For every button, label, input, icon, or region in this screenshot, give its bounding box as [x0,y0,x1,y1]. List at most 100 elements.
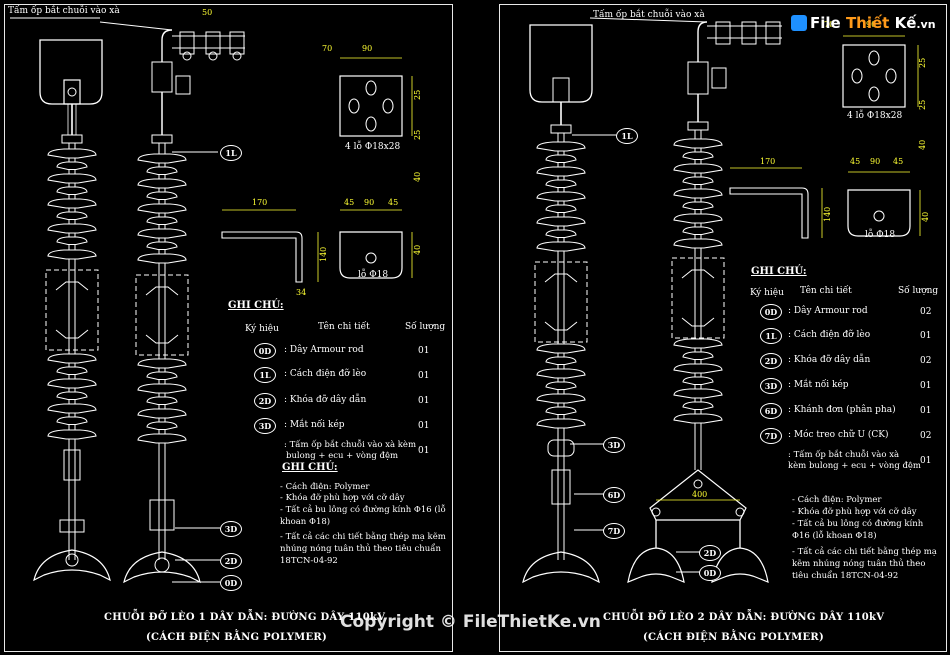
left-legend-code-2d: 2D [254,393,276,409]
left-tag-1l: 1L [220,145,242,161]
right-legend-code-3d: 3D [760,378,782,394]
left-bent-strap-detail [221,209,319,283]
right-legend-code-2d: 2D [760,353,782,369]
left-note-line-4: khoan Φ18) [280,517,331,527]
right-dim-70: 70 [824,20,835,29]
right-legend-code-0d: 0D [760,304,782,320]
right-dim-45b: 45 [893,157,904,166]
right-dim-140: 140 [823,206,832,222]
left-dim-170: 170 [252,198,268,207]
right-insulator-string-2 [570,17,782,583]
left-legend-name-0d: : Dây Armour rod [284,345,364,355]
right-dim-90: 90 [866,20,877,29]
right-note-line-3: - Tất cả bu lông có đường kính [792,519,924,529]
right-legend-qty-7d: 02 [920,431,932,441]
left-dim-50: 50 [202,8,213,17]
right-legend-qty-0d: 02 [920,307,932,317]
right-side-tag-0d: 0D [699,565,721,581]
logo-text-ke: Kế [894,14,917,32]
right-tag-1l: 1L [616,128,638,144]
right-legend-col-name: Tên chi tiết [800,286,852,296]
right-plate-detail-2 [847,171,921,237]
right-legend-qty-3d: 01 [920,381,932,391]
left-legend-qty-2d: 01 [418,396,430,406]
filethietke-logo[interactable]: File Thiết Kế.vn [810,14,936,32]
left-dim-40: 40 [413,171,422,182]
left-top-label: Tấm ốp bắt chuỗi vào xà [8,6,120,16]
left-note-line-1: - Cách điện: Polymer [280,482,370,492]
logo-text-file: File [810,14,841,32]
right-top-label: Tấm ốp bắt chuỗi vào xà [593,10,705,20]
left-title-line-2: (CÁCH ĐIỆN BẰNG POLYMER) [146,632,328,643]
left-plate2-label: lỗ Φ18 [358,270,389,280]
left-legend-name-2d: : Khóa đỡ dây dẫn [284,395,367,405]
left-dim-90b: 90 [364,198,375,207]
left-legend-qty-1l: 01 [418,371,430,381]
left-notes-heading: GHI CHÚ: [282,462,338,473]
right-plate2-label: lỗ Φ18 [865,230,896,240]
right-legend-qty-6d: 01 [920,406,932,416]
right-note-line-4: Φ16 (lỗ khoan Φ18) [792,531,877,541]
right-dim-400: 400 [692,490,708,499]
right-dim-170: 170 [760,157,776,166]
left-note-line-7: 18TCN-04-92 [280,556,338,566]
left-legend-last-l2: bulong + ecu + vòng đệm [286,451,399,461]
left-legend-code-3d: 3D [254,418,276,434]
right-legend-code-1l: 1L [760,328,782,344]
right-note-line-6: kẽm nhúng nóng tuân thủ theo [792,559,926,569]
right-insulator-string-1 [522,24,600,584]
drawing-sheet-right [499,4,947,652]
right-legend-name-2d: : Khóa đỡ dây dẫn [788,355,871,365]
right-plate1-label: 4 lỗ Φ18x28 [847,111,903,121]
right-legend-last-l2: kèm bulong + ecu + vòng đệm [788,461,921,471]
right-legend-name-0d: : Dây Armour rod [788,306,868,316]
left-dim-70: 70 [322,44,333,53]
left-note-line-5: - Tất cả các chi tiết bằng thép mạ kẽm [280,532,446,542]
left-dim-40b: 40 [413,244,422,255]
right-note-line-7: tiêu chuẩn 18TCN-04-92 [792,571,899,581]
left-note-line-2: - Khóa đỡ phù hợp với cỡ dây [280,493,405,503]
left-dim-140: 140 [319,246,328,262]
right-legend-name-6d: : Khánh đơn (phân pha) [788,405,896,415]
right-legend-heading: GHI CHÚ: [751,266,807,277]
right-legend-qty-1l: 01 [920,331,932,341]
right-legend-code-7d: 7D [760,428,782,444]
left-legend-col-code: Ký hiệu [245,324,279,334]
left-legend-name-1l: : Cách điện đỡ lèo [284,369,367,379]
left-legend-qty-0d: 01 [418,346,430,356]
right-bent-strap-detail [729,167,823,239]
left-dim-90: 90 [362,44,373,53]
right-note-line-5: - Tất cả các chi tiết bằng thép mạ [792,547,937,557]
right-legend-name-1l: : Cách điện đỡ lèo [788,330,871,340]
right-legend-last-qty: 01 [920,456,932,466]
right-legend-last-l1: : Tấm ốp bắt chuỗi vào xà [788,450,900,460]
right-side-tag-6d: 6D [603,487,625,503]
right-legend-code-6d: 6D [760,403,782,419]
right-note-line-2: - Khóa đỡ phù hợp với cỡ dây [792,507,917,517]
left-insulator-string-2 [10,17,245,584]
left-legend-qty-3d: 01 [418,421,430,431]
left-dim-34: 34 [296,288,307,297]
left-note-line-6: nhúng nóng tuân thủ theo tiêu chuẩn [280,544,441,554]
right-legend-qty-2d: 02 [920,356,932,366]
left-note-line-3: - Tất cả bu lông có đường kính Φ16 (lỗ [280,505,446,515]
left-plate-detail-2 [339,209,413,279]
right-dim-25b: 25 [918,99,927,110]
right-note-line-1: - Cách điện: Polymer [792,495,882,505]
right-dim-45a: 45 [850,157,861,166]
left-dim-25a: 25 [413,89,422,100]
right-title-line-1: CHUỖI ĐỠ LÈO 2 DÂY DẪN: ĐƯỜNG DÂY 110kV [603,612,885,623]
left-side-tag-2d: 2D [220,553,242,569]
left-legend-last-l1: : Tấm ốp bắt chuỗi vào xà kèm [284,440,416,450]
logo-badge-icon [791,15,807,31]
left-title-line-1: CHUỖI ĐỠ LÈO 1 DÂY DẪN: ĐƯỜNG DÂY 110kV [104,612,386,623]
left-legend-last-qty: 01 [418,446,430,456]
left-legend-code-0d: 0D [254,343,276,359]
left-insulator-string-1 [33,39,111,582]
left-plate1-label: 4 lỗ Φ18x28 [345,142,401,152]
right-side-tag-2d: 2D [699,545,721,561]
right-title-line-2: (CÁCH ĐIỆN BẰNG POLYMER) [643,632,825,643]
left-plate-detail-1 [339,57,413,137]
right-dim-40b: 40 [921,211,930,222]
